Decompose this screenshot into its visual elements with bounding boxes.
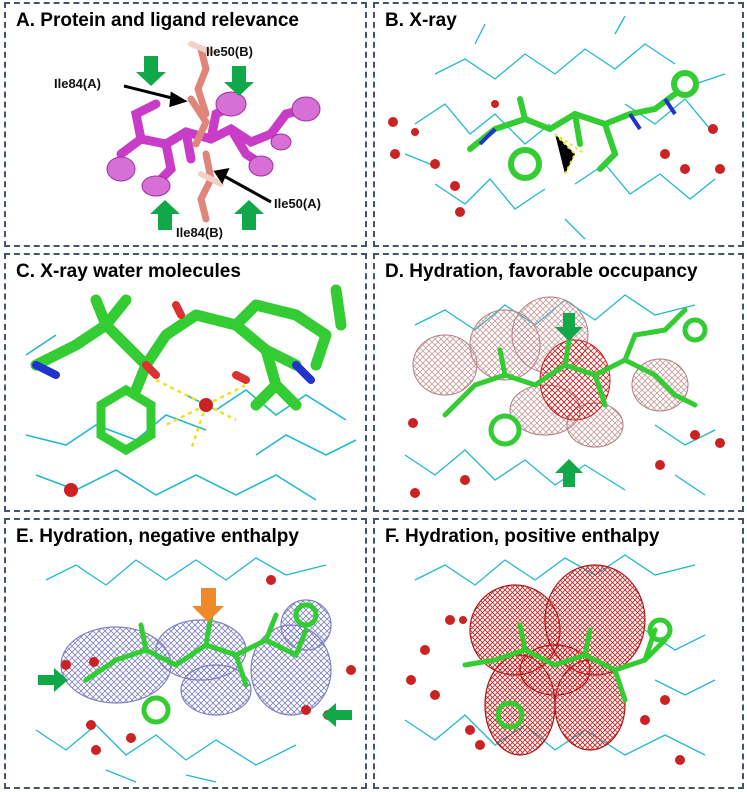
panel-c-title: C. X-ray water molecules	[16, 261, 241, 282]
positive-enthalpy-structure	[404, 554, 716, 765]
xray-structure	[388, 15, 726, 240]
panel-b-title: B. X-ray	[385, 10, 457, 31]
protein-ligand-structure	[106, 41, 321, 230]
xray-water-structure	[25, 284, 357, 501]
label-ile50a: Ile50(A)	[274, 196, 321, 211]
label-ile50b: Ile50(B)	[206, 44, 253, 59]
panel-a-title: A. Protein and ligand relevance	[16, 10, 299, 31]
panel-d: D. Hydration, favorable occupancy	[373, 253, 744, 512]
panel-e: E. Hydration, negative enthalpy	[4, 518, 367, 789]
panel-e-title: E. Hydration, negative enthalpy	[16, 526, 299, 547]
label-ile84b: Ile84(B)	[176, 225, 223, 240]
negative-enthalpy-structure	[35, 557, 356, 783]
panel-d-title: D. Hydration, favorable occupancy	[385, 261, 698, 282]
panel-f-title: F. Hydration, positive enthalpy	[385, 526, 660, 547]
label-ile84a: Ile84(A)	[54, 76, 101, 91]
panel-c: C. X-ray water molecules	[4, 253, 367, 512]
panel-f: F. Hydration, positive enthalpy	[373, 518, 744, 789]
panel-a: A. Protein and ligand relevance	[4, 2, 367, 247]
favorable-occupancy-structure	[404, 294, 725, 498]
panel-b: B. X-ray	[373, 2, 744, 247]
